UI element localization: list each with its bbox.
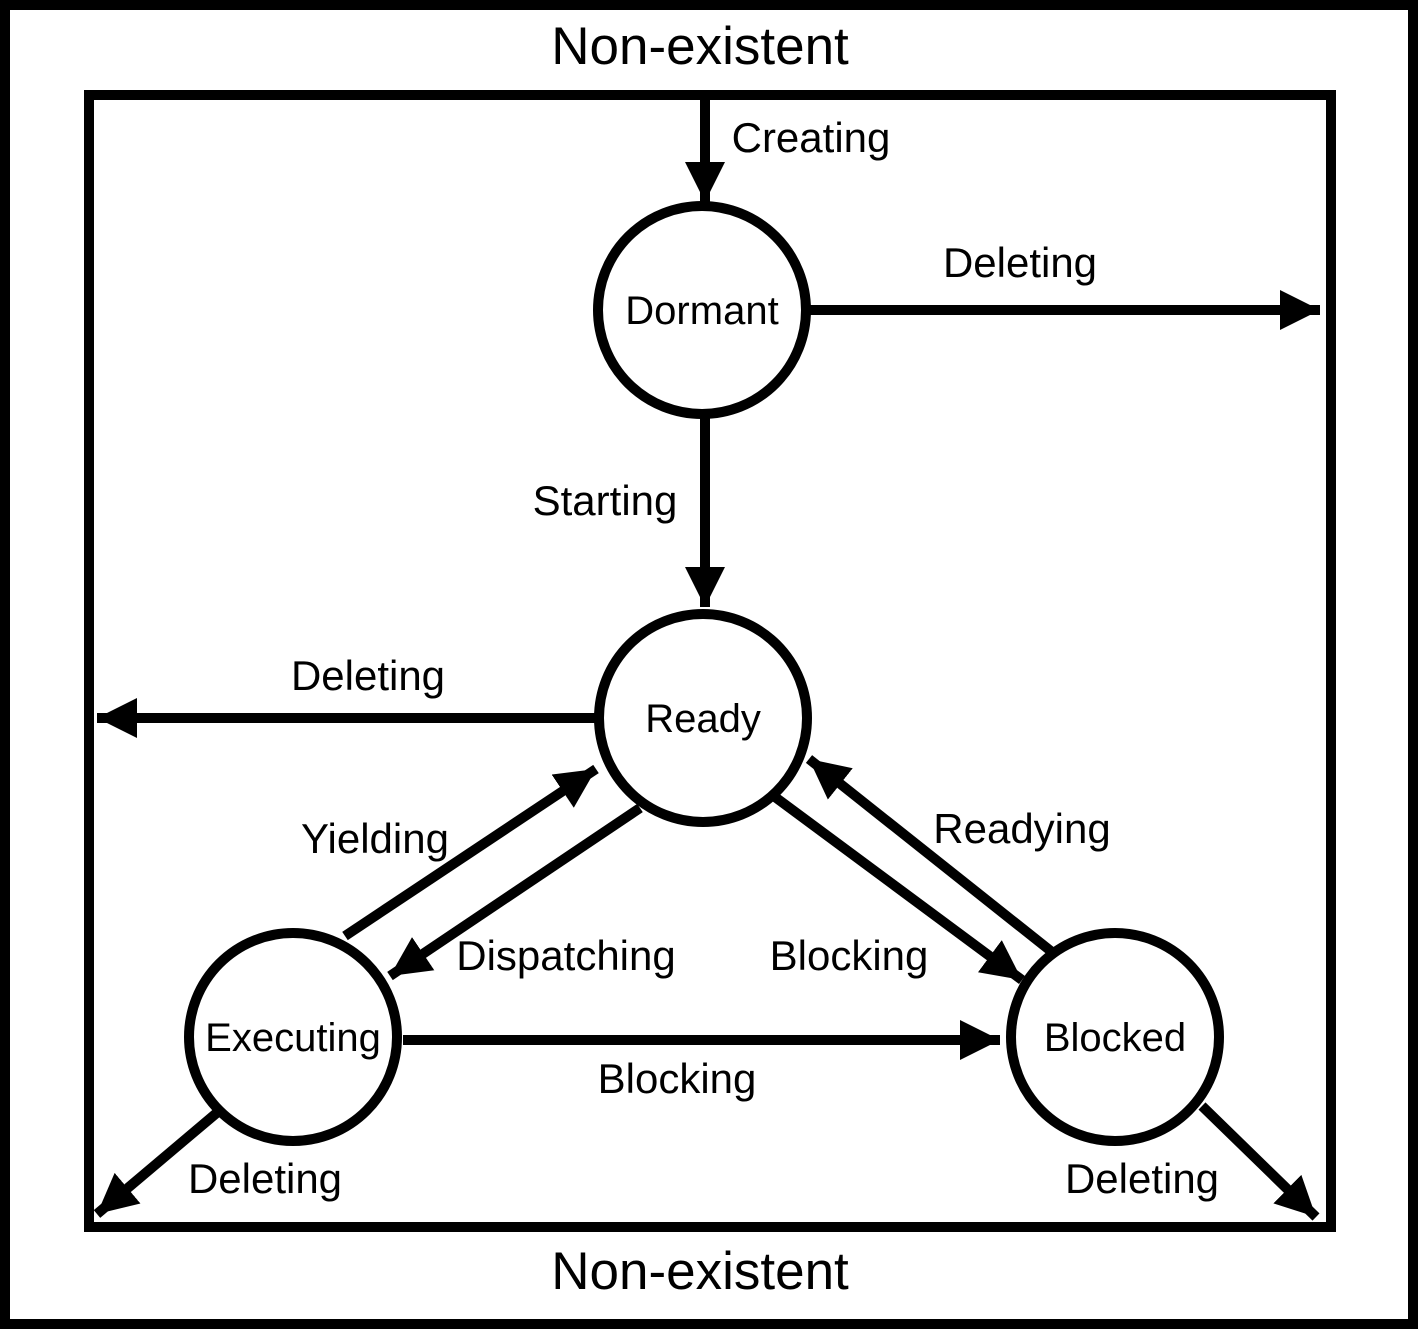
state-ready: Ready (594, 609, 812, 827)
label-deleting-from-blocked: Deleting (1065, 1155, 1219, 1202)
label-blocking-horizontal: Blocking (598, 1055, 757, 1102)
state-dormant-circle (593, 201, 811, 419)
arrow-dispatching (387, 803, 643, 981)
label-creating: Creating (732, 114, 891, 161)
label-dispatching: Dispatching (456, 932, 675, 979)
arrow-yielding (342, 764, 599, 941)
state-executing-label: Executing (205, 1016, 381, 1060)
state-executing: Executing (184, 928, 402, 1146)
state-blocked: Blocked (1006, 928, 1224, 1146)
arrow-deleting-from-blocked (1198, 1102, 1320, 1221)
label-deleting-from-executing: Deleting (188, 1155, 342, 1202)
title-non-existent-top: Non-existent (551, 17, 849, 76)
label-starting: Starting (533, 477, 678, 524)
label-readying: Readying (933, 805, 1110, 852)
state-dormant-label: Dormant (625, 289, 778, 333)
arrow-readying (805, 755, 1056, 956)
state-blocked-circle (1006, 928, 1224, 1146)
state-ready-circle (594, 609, 812, 827)
state-dormant: Dormant (593, 201, 811, 419)
label-deleting-from-ready: Deleting (291, 652, 445, 699)
state-executing-circle (184, 928, 402, 1146)
arrow-deleting-from-executing (93, 1107, 223, 1218)
label-deleting-from-dormant: Deleting (943, 239, 1097, 286)
title-non-existent-bottom: Non-existent (551, 1242, 849, 1301)
state-ready-label: Ready (645, 697, 761, 741)
label-yielding: Yielding (301, 815, 449, 862)
inner-border (84, 90, 1336, 1232)
arrow-blocking-diagonal (772, 792, 1025, 985)
label-blocking-diagonal: Blocking (770, 932, 929, 979)
state-blocked-label: Blocked (1044, 1016, 1186, 1060)
